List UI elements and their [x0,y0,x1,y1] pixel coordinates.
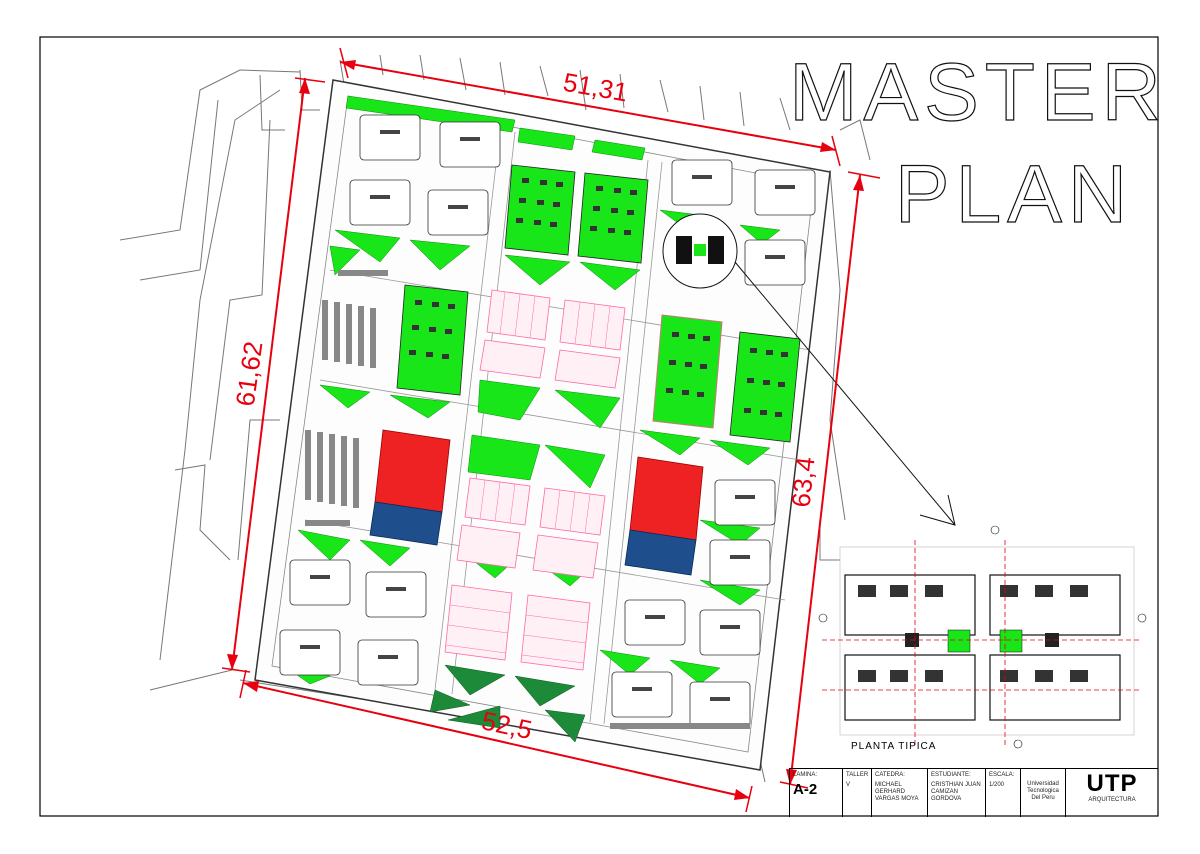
tb-catedra-label: CATEDRA: [875,772,905,778]
tb-taller: TALLER V [842,769,871,817]
tb-university: Universidad Tecnologica Del Peru [1020,769,1065,817]
detail-leader-line [734,261,956,526]
tb-escala-label: ESCALA: [989,772,1015,778]
housing-blocks-green [396,164,801,443]
tb-estudiante-value: CRISTHIAN JUAN CAMIZAN GORDOVA [931,782,981,802]
tb-escala: ESCALA: 1/200 [985,769,1020,817]
sheet-border [39,36,1159,817]
title-line2: PLAN [895,149,1133,240]
tb-lamina-value: A-2 [793,781,818,798]
utp-logo: UTP [1086,770,1138,797]
dimension-top-label: 51,31 [561,67,630,108]
tb-university-name: Universidad Tecnologica Del Peru [1027,781,1059,801]
title-line1: MASTER [789,47,1167,138]
tb-logo: UTP ARQUITECTURA [1065,769,1158,817]
tb-escala-value: 1/200 [989,782,1005,788]
blue-block-right [624,529,697,576]
site-inner-line [271,95,815,753]
title-block: LAMINA: A-2 TALLER V CATEDRA: MICHAEL GE… [789,768,1158,817]
parking-rows [305,270,750,729]
tb-lamina: LAMINA: A-2 [789,769,842,817]
tb-catedra-value: MICHAEL GERHARD VARGAS MOYA [875,782,919,802]
tb-faculty: ARQUITECTURA [1088,797,1136,803]
housing-block-units [409,178,788,417]
red-block-right [629,456,704,541]
red-block-left [374,429,451,513]
dimension-left-label: 61,62 [230,339,269,408]
tb-estudiante: ESTUDIANTE: CRISTHIAN JUAN CAMIZAN GORDO… [927,769,985,817]
dimension-lines [231,61,861,799]
tb-catedra: CATEDRA: MICHAEL GERHARD VARGAS MOYA [871,769,927,817]
dimension-right-label: 63,4 [785,455,820,508]
tb-taller-value: V [846,782,851,788]
tower-plan-details [300,130,795,701]
tb-estudiante-label: ESTUDIANTE: [931,772,971,778]
pink-grid-lines [445,291,611,664]
blue-block-left [369,501,443,546]
bottom-plaza [429,664,586,743]
tb-taller-label: TALLER [846,772,869,778]
tower-plans [279,114,816,728]
detail-callout-content [676,236,724,264]
detail-caption: PLANTA TIPICA [851,741,937,752]
tb-lamina-label: LAMINA: [793,772,818,778]
dimension-arrows [227,60,864,800]
detail-leader-arrow [919,494,956,526]
typical-floor-plan [818,525,1147,749]
